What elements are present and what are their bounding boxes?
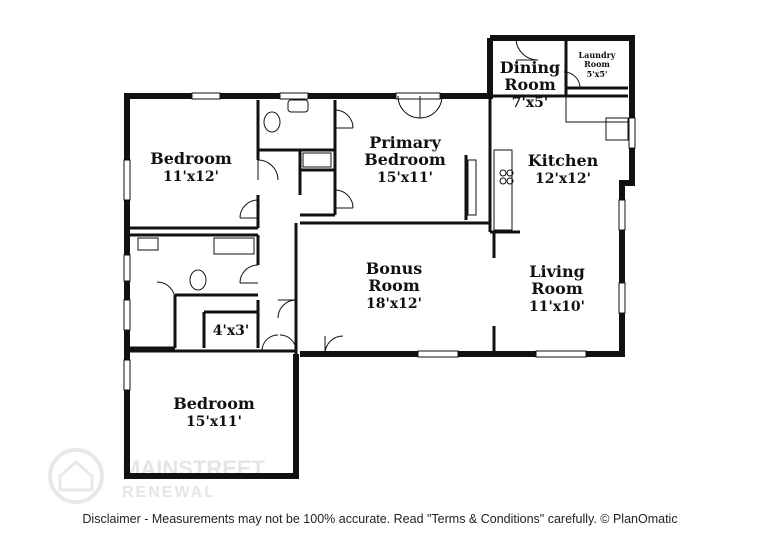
living-room-name-2: Room <box>531 279 583 298</box>
shower-icon <box>302 152 332 168</box>
dining-room-name-1: Dining <box>500 58 560 77</box>
kitchen-counter <box>493 149 513 231</box>
primary-bedroom-name-2: Bedroom <box>364 150 446 169</box>
watermark-logo-icon <box>48 448 104 504</box>
kitchen-sink-icon <box>605 117 629 141</box>
toilet-icon <box>263 111 281 133</box>
sink-icon <box>287 99 309 113</box>
bonus-room-size: 18'x12' <box>366 296 422 312</box>
closet-size: 4'x3' <box>213 323 249 339</box>
toilet-icon <box>189 269 207 291</box>
primary-bedroom-name-1: Primary <box>369 133 441 152</box>
laundry-room-name-1: Laundry <box>579 50 616 60</box>
tub-icon <box>213 237 255 255</box>
bonus-room-name-2: Room <box>368 276 420 295</box>
closet-shelf <box>467 159 477 216</box>
sink-icon <box>137 237 159 251</box>
living-room-name-1: Living <box>529 262 585 281</box>
door-swings <box>156 37 581 355</box>
interior-walls <box>130 40 628 354</box>
kitchen-name: Kitchen <box>528 151 599 170</box>
kitchen-size: 12'x12' <box>535 171 591 187</box>
bedroom-2-name: Bedroom <box>173 394 255 413</box>
living-room-size: 11'x10' <box>529 299 585 315</box>
bedroom-1-name: Bedroom <box>150 149 232 168</box>
watermark-line2: RENEWAL <box>122 484 216 501</box>
laundry-room-name-2: Room <box>584 59 610 69</box>
dining-room-size: 7'x5' <box>512 95 548 111</box>
dining-room-name-2: Room <box>504 75 556 94</box>
bonus-room-name-1: Bonus <box>366 259 422 278</box>
bedroom-2-size: 15'x11' <box>186 414 242 430</box>
windows <box>123 92 636 391</box>
primary-bedroom-size: 15'x11' <box>377 170 433 186</box>
disclaimer-text: Disclaimer - Measurements may not be 100… <box>82 512 678 526</box>
bedroom-1-size: 11'x12' <box>163 169 219 185</box>
fixtures <box>137 96 629 291</box>
laundry-room-size: 5'x5' <box>587 69 608 79</box>
room-labels: Bedroom 11'x12' Primary Bedroom 15'x11' … <box>150 50 616 430</box>
